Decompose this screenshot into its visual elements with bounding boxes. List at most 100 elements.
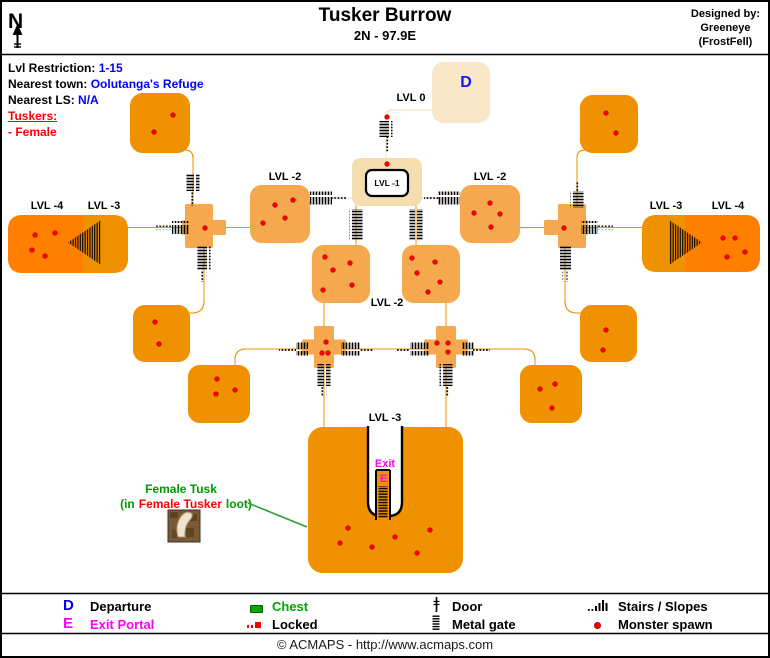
monster-spawn-dot [337,540,343,546]
tuskers-heading: Tuskers: [8,109,58,123]
monster-spawn-dot [497,211,503,217]
info-label: Nearest town: [8,77,88,91]
monster-spawn-dot [549,405,555,411]
monster-spawn-dot [32,232,38,238]
designer-name: Greeneye [700,22,751,34]
monster-spawn-dot [290,197,296,203]
slope-triangle-right [669,220,702,265]
label-lvl-minus4: LVL -4 [31,200,64,212]
monster-spawn-dot [552,381,558,387]
monster-spawn-dot [720,235,726,241]
female-tusk-image [167,509,201,543]
monster-spawn-dot [432,259,438,265]
legend-door-label: Door [452,599,483,614]
monster-spawn-dot [152,319,158,325]
legend-exit-label: Exit Portal [90,617,155,632]
monster-spawn-dot [445,349,451,355]
designer-credit-line: Designed by: [690,8,760,20]
monster-spawn-dot [369,544,375,550]
legend-monster-spawn-label: Monster spawn [618,617,713,632]
monster-spawn-dot [434,340,440,346]
slope-triangle-left [68,220,101,265]
chest-icon [250,605,263,613]
monster-spawn-dot [29,247,35,253]
monster-spawn-dot [202,225,208,231]
legend-stairs-label: Stairs / Slopes [618,599,708,614]
loop-hole [364,168,410,198]
designer-server: (FrostFell) [698,36,753,48]
monster-spawn-dot [409,255,415,261]
label-lvl0: LVL 0 [397,92,426,104]
monster-spawn-dot [724,254,730,260]
north-label: N [8,10,23,33]
door-icon [433,597,440,612]
monster-spawn-dot [345,525,351,531]
legend-exit-symbol: E [63,615,74,632]
info-label: Nearest LS: [8,93,75,107]
dungeon-info: Lvl Restriction: 1-15 Nearest town: Oolu… [8,60,204,140]
monster-spawn-dot [349,282,355,288]
monster-spawn-dot [732,235,738,241]
monster-spawn-dot [282,215,288,221]
monster-spawn-dot [488,224,494,230]
monster-spawn-dot [414,550,420,556]
legend-chest-label: Chest [272,599,309,614]
monster-spawn-dot [320,287,326,293]
legend-departure-label: Departure [90,599,152,614]
label-lvl-minus3: LVL -3 [369,412,402,424]
label-lvl-minus4: LVL -4 [712,200,745,212]
annotation-title: Female Tusk [145,482,217,496]
stairs-icon [588,600,608,611]
exit-label: Exit [375,458,396,470]
monster-spawn-dot [170,112,176,118]
monster-spawn-dot [347,260,353,266]
tuskers-item: - Female [8,125,57,139]
legend-locked-label: Locked [272,617,318,632]
monster-spawn-dot [384,114,390,120]
monster-spawn-dot [156,341,162,347]
monster-spawn-dot [214,376,220,382]
exit-portal-marker: E [380,473,387,485]
monster-spawn-dot [414,270,420,276]
monster-spawn-dot [330,267,336,273]
monster-spawn-dot [603,327,609,333]
monster-spawn-dot [260,220,266,226]
map-coordinates: 2N - 97.9E [353,28,417,43]
info-label: Lvl Restriction: [8,61,96,75]
monster-spawn-dot [425,289,431,295]
monster-spawn-dot [151,129,157,135]
monster-spawn-dot [487,200,493,206]
monster-spawn-dot [600,347,606,353]
monster-spawn-dot [392,534,398,540]
stairs-marks [156,121,613,397]
monster-spawn-dot [232,387,238,393]
designer-credit: Designed by: Greeneye (FrostFell) [691,7,760,49]
legend-departure-symbol: D [63,597,74,614]
info-value: 1-15 [98,61,123,75]
monster-spawn-icon [594,622,601,629]
monster-spawn-dot [272,202,278,208]
info-value: Oolutanga's Refuge [90,77,204,91]
monster-spawn-dot [213,391,219,397]
monster-spawn-dot [384,161,390,167]
monster-spawn-dot [537,386,543,392]
monster-spawn-dot [42,253,48,259]
monster-spawn-dot [603,110,609,116]
locked-icon [247,622,261,628]
annotation-pointer-line [247,502,308,528]
label-lvl-minus2: LVL -2 [474,171,507,183]
label-lvl-minus2: LVL -2 [371,297,404,309]
label-lvl-minus3: LVL -3 [650,200,683,212]
monster-spawn-dot [561,225,567,231]
monster-spawn-dot [325,350,331,356]
monster-spawn-dot [742,249,748,255]
metal-gate-marks [378,486,388,518]
monster-spawn-dot [52,230,58,236]
monster-spawn-dot [319,350,325,356]
monster-spawn-dot [445,340,451,346]
